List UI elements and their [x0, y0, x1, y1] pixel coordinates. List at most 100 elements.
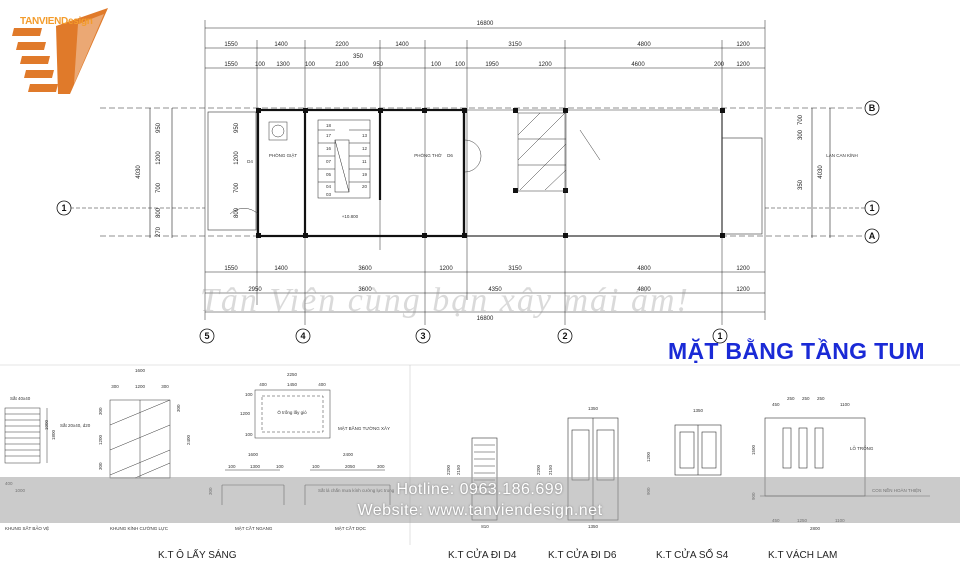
bottom-total-dim: 16800 — [477, 316, 494, 322]
svg-text:1550: 1550 — [224, 266, 238, 272]
detail-window-s4 — [674, 424, 722, 476]
svg-text:12: 12 — [362, 146, 368, 151]
note-o-trong: Ô trống lấy gió — [277, 409, 307, 415]
svg-text:300: 300 — [377, 464, 385, 469]
svg-text:700: 700 — [798, 114, 804, 125]
svg-text:700: 700 — [234, 182, 240, 193]
top-dims-row2: 1550 100 1300 100 2100 350 950 100 100 1… — [224, 54, 750, 68]
svg-text:4800: 4800 — [637, 287, 651, 293]
svg-text:1300: 1300 — [276, 62, 290, 68]
svg-text:17: 17 — [326, 133, 332, 138]
svg-text:1100: 1100 — [840, 402, 850, 407]
room-label-phong-giat: PHÒNG GIẶT — [269, 152, 298, 158]
svg-text:19: 19 — [362, 172, 368, 177]
svg-text:1450: 1450 — [287, 382, 298, 387]
axis-label-a: A — [869, 231, 876, 241]
svg-text:1200: 1200 — [736, 266, 750, 272]
label-lan-can-kinh: LAN CAN KÍNH — [826, 152, 858, 158]
svg-text:1200: 1200 — [736, 287, 750, 293]
stair-step-numbers: 18 17 16 07 05 04 03 13 12 11 19 20 — [326, 123, 368, 197]
svg-text:4800: 4800 — [637, 266, 651, 272]
svg-text:1200: 1200 — [538, 62, 552, 68]
svg-text:13: 13 — [362, 133, 368, 138]
svg-text:300: 300 — [176, 404, 181, 412]
svg-text:03: 03 — [326, 192, 332, 197]
svg-text:1200: 1200 — [439, 266, 453, 272]
axis-label-2: 2 — [562, 331, 567, 341]
svg-text:950: 950 — [234, 122, 240, 133]
svg-text:300: 300 — [161, 384, 169, 389]
svg-text:1200: 1200 — [240, 411, 251, 416]
svg-text:4030: 4030 — [818, 165, 824, 179]
svg-text:2950: 2950 — [248, 287, 262, 293]
website-text: Website: www.tanviendesign.net — [357, 502, 603, 519]
door-tag-d4: D4 — [247, 159, 253, 164]
svg-text:300: 300 — [111, 384, 119, 389]
svg-text:2100: 2100 — [335, 62, 349, 68]
label-khung-kinh-cuong-luc: KHUNG KÍNH CƯỜNG LỰC — [110, 525, 169, 531]
svg-text:2400: 2400 — [343, 452, 354, 457]
hotline-text: Hotline: 0963.186.699 — [396, 481, 564, 498]
svg-text:100: 100 — [455, 62, 466, 68]
svg-text:2050: 2050 — [345, 464, 356, 469]
note-sat-40x40: Sắt 40x40 — [10, 395, 31, 401]
svg-text:2150: 2150 — [548, 464, 553, 475]
svg-text:1200: 1200 — [98, 434, 103, 445]
svg-text:1550: 1550 — [224, 42, 238, 48]
svg-text:1600: 1600 — [248, 452, 259, 457]
dim-skylight-2250: 2250 — [287, 372, 298, 377]
svg-text:2400: 2400 — [186, 434, 191, 445]
svg-text:2200: 2200 — [335, 42, 349, 48]
svg-text:300: 300 — [798, 129, 804, 140]
logo-mark-icon — [12, 8, 108, 94]
svg-text:700: 700 — [156, 182, 162, 193]
svg-text:1200: 1200 — [234, 151, 240, 165]
svg-text:250: 250 — [787, 396, 795, 401]
brand-logo: TANVIENDesign — [8, 6, 113, 96]
contact-banner — [0, 477, 960, 523]
svg-text:2200: 2200 — [446, 464, 451, 475]
svg-text:1350: 1350 — [693, 408, 704, 413]
svg-text:350: 350 — [353, 54, 364, 60]
svg-text:3150: 3150 — [508, 266, 522, 272]
top-total-dim: 16800 — [477, 21, 494, 27]
svg-text:11: 11 — [362, 159, 367, 164]
axis-label-5: 5 — [204, 331, 209, 341]
svg-text:3600: 3600 — [358, 266, 372, 272]
axis-label-1: 1 — [717, 331, 722, 341]
svg-text:450: 450 — [772, 402, 780, 407]
axis-mark-left: 1 — [61, 203, 66, 213]
logo-text: TANVIENDesign — [20, 16, 93, 27]
top-dims-row1: 1550 1400 2200 1400 3150 4800 1200 — [224, 42, 750, 48]
svg-text:800: 800 — [156, 207, 162, 218]
svg-text:2200: 2200 — [536, 464, 541, 475]
svg-text:100: 100 — [245, 432, 253, 437]
svg-text:4030: 4030 — [136, 165, 142, 179]
svg-text:04: 04 — [326, 184, 332, 189]
svg-text:400: 400 — [318, 382, 326, 387]
svg-text:1350: 1350 — [588, 406, 599, 411]
caption-vach-lam: K.T VÁCH LAM — [768, 550, 838, 561]
detail-khung-sat — [4, 407, 48, 464]
svg-text:18: 18 — [326, 123, 332, 128]
svg-text:1400: 1400 — [274, 266, 288, 272]
svg-text:100: 100 — [255, 62, 266, 68]
svg-text:1200: 1200 — [156, 151, 162, 165]
caption-cua-d6: K.T CỬA ĐI D6 — [548, 550, 617, 561]
svg-text:1400: 1400 — [274, 42, 288, 48]
caption-o-lay-sang: K.T Ô LẤY SÁNG — [158, 550, 237, 561]
axis-label-b: B — [869, 103, 876, 113]
svg-text:100: 100 — [245, 392, 253, 397]
watermark-slogan: Tân Viên cùng bạn xây mái ấm! — [200, 282, 690, 319]
svg-text:2800: 2800 — [810, 526, 821, 531]
svg-text:1550: 1550 — [224, 62, 238, 68]
axis-label-3: 3 — [420, 331, 425, 341]
svg-text:100: 100 — [431, 62, 442, 68]
svg-text:950: 950 — [156, 122, 162, 133]
svg-text:200: 200 — [714, 62, 725, 68]
label-mat-cat-ngang: MẶT CẮT NGANG — [235, 524, 273, 531]
svg-text:250: 250 — [817, 396, 825, 401]
level-mark: +10.800 — [342, 214, 359, 219]
